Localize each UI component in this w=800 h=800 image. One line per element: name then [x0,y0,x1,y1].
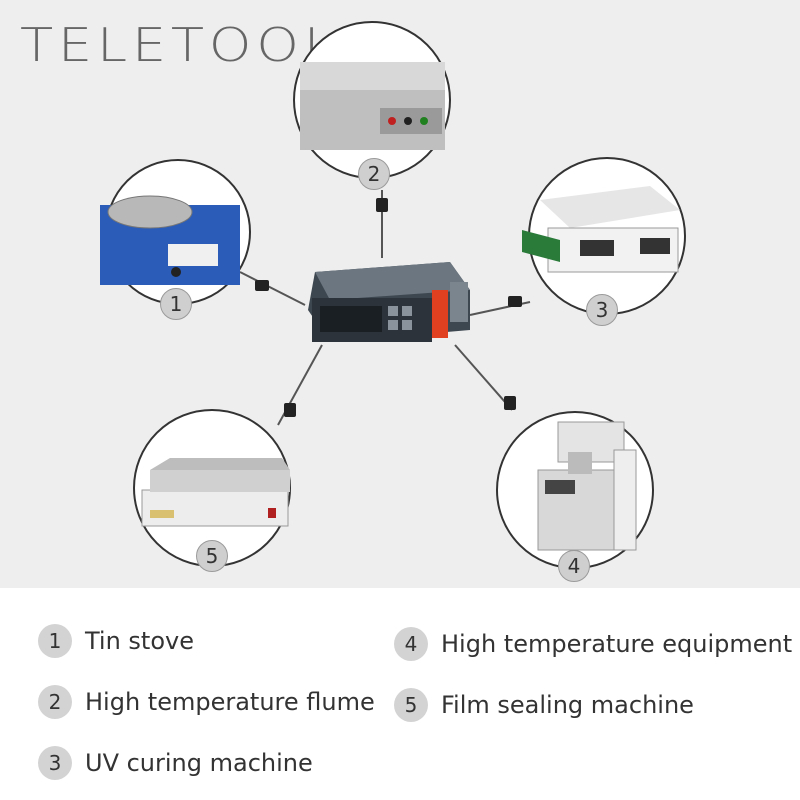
legend-item-4: 4 High temperature equipment [394,627,792,661]
device-2-image [293,21,451,179]
legend-item-1: 1 Tin stove [38,624,194,658]
connection-diagram [100,21,686,569]
legend-item-3: 3 UV curing machine [38,746,313,780]
temperature-controller [308,262,470,342]
legend-item-5: 5 Film sealing machine [394,688,694,722]
diagram-number-5: 5 [196,540,228,572]
diagram-number-4: 4 [558,550,590,582]
legend-badge: 5 [394,688,428,722]
brand-logo: TELETOOL [20,18,339,72]
legend-label: Tin stove [85,627,194,655]
legend-label: High temperature equipment [441,630,793,658]
device-1-image [100,159,251,305]
line-to-4 [454,344,513,411]
legend-label: High temperature flume [85,688,375,716]
legend-badge: 2 [38,685,72,719]
device-3-image [522,157,686,315]
line-to-1 [239,271,306,306]
diagram-number-1: 1 [160,288,192,320]
legend-badge: 4 [394,627,428,661]
legend-item-2: 2 High temperature flume [38,685,375,719]
probe-clips [255,198,522,417]
legend-label: Film sealing machine [441,691,694,719]
device-4-image [496,411,654,569]
device-5-image [133,409,291,567]
legend-label: UV curing machine [85,749,313,777]
diagram-number-3: 3 [586,294,618,326]
diagram-number-2: 2 [358,158,390,190]
legend-badge: 1 [38,624,72,658]
legend-badge: 3 [38,746,72,780]
